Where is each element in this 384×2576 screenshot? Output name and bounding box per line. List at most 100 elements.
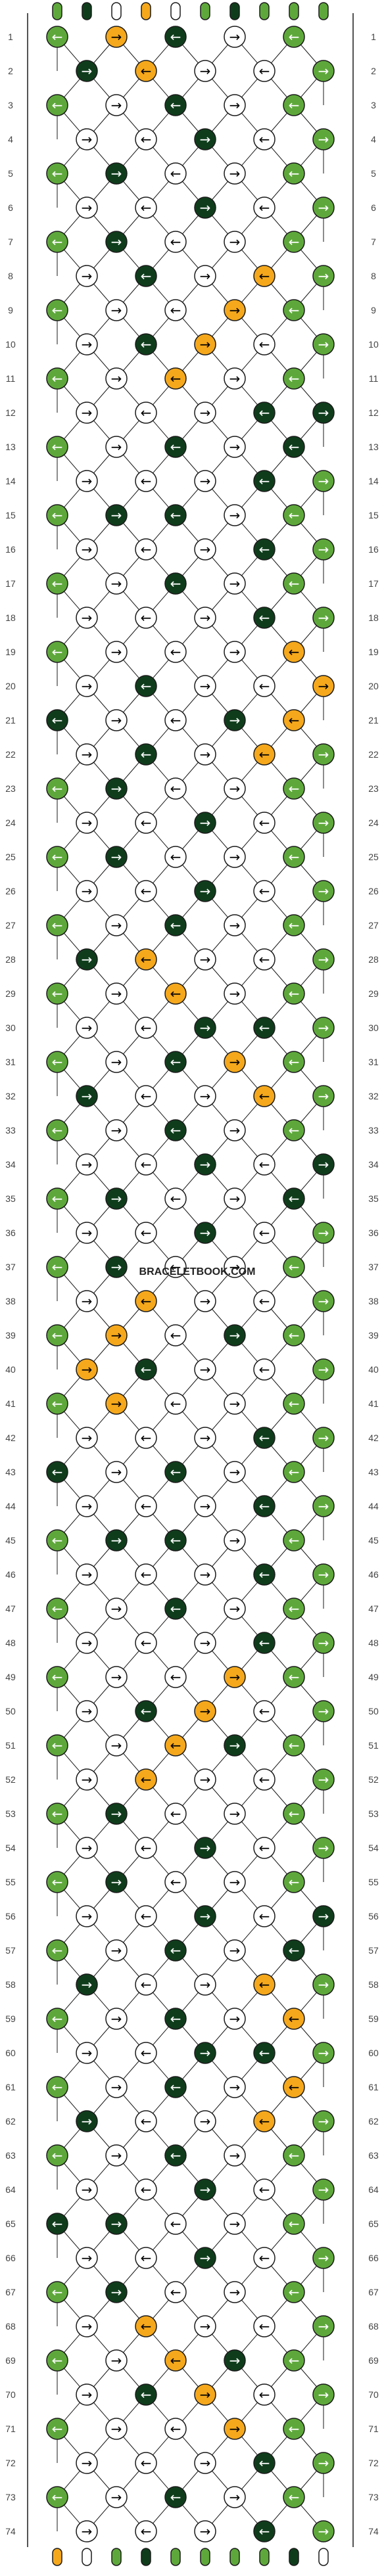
knot-icon: → <box>224 1256 246 1278</box>
svg-text:→: → <box>318 2455 329 2471</box>
knot-icon: → <box>105 1461 128 1483</box>
row-number-right: 2 <box>371 66 376 76</box>
knot-icon: ← <box>135 1427 157 1449</box>
row-number-right: 10 <box>368 339 379 350</box>
svg-text:←: ← <box>259 1635 270 1651</box>
knot-icon: → <box>224 777 246 800</box>
svg-text:→: → <box>111 1327 122 1343</box>
knot-icon: → <box>105 1392 128 1415</box>
knot-icon: ← <box>164 1734 187 1757</box>
svg-text:→: → <box>200 610 211 626</box>
knot-icon: → <box>105 367 128 390</box>
knot-icon: → <box>224 914 246 936</box>
knot-icon: ← <box>253 880 276 902</box>
knot-icon: ← <box>283 2213 305 2235</box>
svg-text:←: ← <box>170 849 181 865</box>
svg-text:→: → <box>200 2045 211 2061</box>
svg-text:←: ← <box>259 200 270 216</box>
row-number-right: 20 <box>368 681 379 691</box>
knot-icon: → <box>105 982 128 1005</box>
svg-text:←: ← <box>141 268 152 284</box>
knot-icon: → <box>224 641 246 663</box>
row-number-right: 48 <box>368 1638 379 1648</box>
knot-icon: ← <box>283 2349 305 2372</box>
row-number-right: 72 <box>368 2458 379 2468</box>
row-number-right: 50 <box>368 1706 379 1716</box>
svg-text:→: → <box>111 849 122 865</box>
knot-icon: → <box>312 1358 335 1381</box>
row-number-right: 9 <box>371 305 376 315</box>
svg-text:→: → <box>200 1703 211 1719</box>
row-number-right: 1 <box>371 32 376 42</box>
svg-text:→: → <box>82 63 93 79</box>
row-number-right: 34 <box>368 1159 379 1170</box>
row-number-left: 2 <box>8 66 13 76</box>
row-number-right: 6 <box>371 202 376 213</box>
knot-icon: → <box>312 607 335 629</box>
row-number-right: 13 <box>368 442 379 452</box>
row-number-right: 35 <box>368 1193 379 1204</box>
svg-text:→: → <box>200 952 211 967</box>
svg-text:→: → <box>229 1122 241 1138</box>
svg-text:←: ← <box>52 234 63 250</box>
svg-text:→: → <box>200 747 211 762</box>
svg-text:←: ← <box>141 2387 152 2403</box>
svg-text:→: → <box>229 1191 241 1207</box>
svg-text:←: ← <box>259 2113 270 2129</box>
knot-icon: → <box>224 1187 246 1210</box>
svg-text:→: → <box>111 2148 122 2163</box>
row-number-left: 44 <box>5 1501 16 1511</box>
svg-text:→: → <box>200 1430 211 1446</box>
row-number-right: 70 <box>368 2389 379 2400</box>
svg-text:→: → <box>111 2489 122 2505</box>
svg-text:←: ← <box>170 1601 181 1617</box>
row-number-right: 60 <box>368 2048 379 2058</box>
svg-text:←: ← <box>141 2455 152 2471</box>
svg-text:→: → <box>111 712 122 728</box>
knot-icon: → <box>194 538 216 561</box>
knot-icon: ← <box>283 1187 305 1210</box>
knot-icon: ← <box>164 1324 187 1346</box>
svg-text:→: → <box>229 1259 241 1275</box>
knot-icon: ← <box>46 299 68 321</box>
knot-icon: ← <box>253 402 276 424</box>
svg-text:→: → <box>318 2045 329 2061</box>
string-end-icon <box>52 2548 62 2566</box>
svg-text:←: ← <box>52 2489 63 2505</box>
string-end-icon <box>82 2548 92 2566</box>
string-end-icon <box>259 2548 270 2566</box>
svg-text:→: → <box>200 1498 211 1514</box>
svg-text:←: ← <box>170 29 181 45</box>
svg-text:←: ← <box>141 473 152 489</box>
svg-text:←: ← <box>259 1840 270 1856</box>
row-number-left: 57 <box>5 1945 16 1956</box>
svg-text:→: → <box>318 815 329 831</box>
svg-text:→: → <box>229 1054 241 1070</box>
knot-icon: ← <box>253 333 276 356</box>
svg-text:←: ← <box>170 1122 181 1138</box>
knot-icon: → <box>194 2315 216 2337</box>
knot-icon: → <box>105 231 128 253</box>
knot-icon: ← <box>135 1837 157 1859</box>
svg-text:←: ← <box>289 439 300 455</box>
row-number-left: 11 <box>6 373 16 384</box>
knot-icon: → <box>312 1495 335 1517</box>
row-number-left: 49 <box>5 1672 16 1682</box>
row-number-left: 67 <box>5 2287 16 2297</box>
row-number-left: 22 <box>5 749 16 760</box>
row-number-left: 33 <box>5 1125 16 1136</box>
string-end-icon <box>141 2 151 20</box>
knot-icon: ← <box>164 162 187 185</box>
knot-icon: → <box>312 470 335 492</box>
svg-text:←: ← <box>259 1088 270 1104</box>
knot-icon: ← <box>164 1119 187 1141</box>
knot-icon: ← <box>164 2418 187 2440</box>
row-number-right: 63 <box>368 2150 379 2161</box>
svg-text:←: ← <box>289 1532 300 1548</box>
svg-text:←: ← <box>259 473 270 489</box>
svg-text:←: ← <box>259 1225 270 1241</box>
svg-text:→: → <box>318 473 329 489</box>
svg-text:→: → <box>111 166 122 181</box>
svg-text:←: ← <box>52 371 63 386</box>
